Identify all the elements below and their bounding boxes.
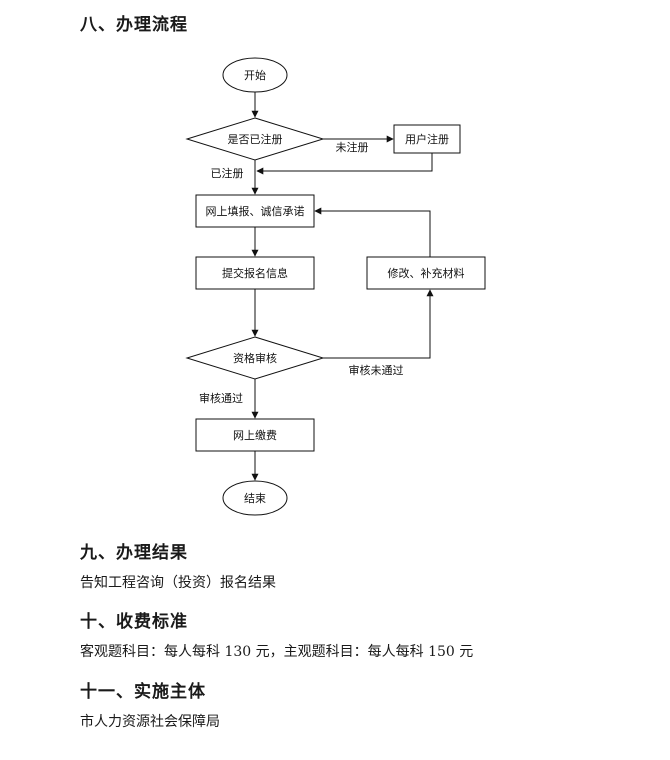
pay-online-node <box>195 418 315 452</box>
fill-online-node <box>195 194 315 228</box>
section-10-text: 客观题科目：每人每科 130 元，主观题科目：每人每科 150 元 <box>80 644 474 660</box>
arrow-review-to-modify <box>323 289 434 359</box>
end-label: 结束 <box>244 492 266 505</box>
section-8-title: 八、办理流程 <box>80 15 188 35</box>
modify-node <box>366 256 486 290</box>
process-flowchart: 开始 是否已注册 用户注册 未注册 已注册 网上填报、诚信承诺 提交报名信息 修… <box>185 57 486 516</box>
review-passed-label: 审核通过 <box>199 391 243 405</box>
review-failed-label: 审核未通过 <box>349 363 404 377</box>
submit-info-label: 提交报名信息 <box>222 266 288 280</box>
pay-online-label: 网上缴费 <box>233 428 277 442</box>
start-label: 开始 <box>244 68 266 82</box>
end-node <box>222 480 288 516</box>
section-9-title: 九、办理结果 <box>80 543 188 563</box>
section-9-text: 告知工程咨询（投资）报名结果 <box>80 575 276 591</box>
not-registered-label: 未注册 <box>336 140 369 154</box>
decision-registered-label: 是否已注册 <box>228 132 283 146</box>
section-10-title: 十、收费标准 <box>80 612 188 632</box>
fill-online-label: 网上填报、诚信承诺 <box>206 204 305 218</box>
decision-review-label: 资格审核 <box>233 351 277 365</box>
registered-label: 已注册 <box>211 166 244 180</box>
user-register-node <box>393 124 461 154</box>
section-11-title: 十一、实施主体 <box>80 682 206 702</box>
section-11-text: 市人力资源社会保障局 <box>80 714 220 730</box>
modify-label: 修改、补充材料 <box>388 266 465 280</box>
arrow-register-to-merge <box>256 153 433 175</box>
user-register-label: 用户注册 <box>405 132 449 146</box>
arrow-modify-to-fill <box>314 207 431 257</box>
